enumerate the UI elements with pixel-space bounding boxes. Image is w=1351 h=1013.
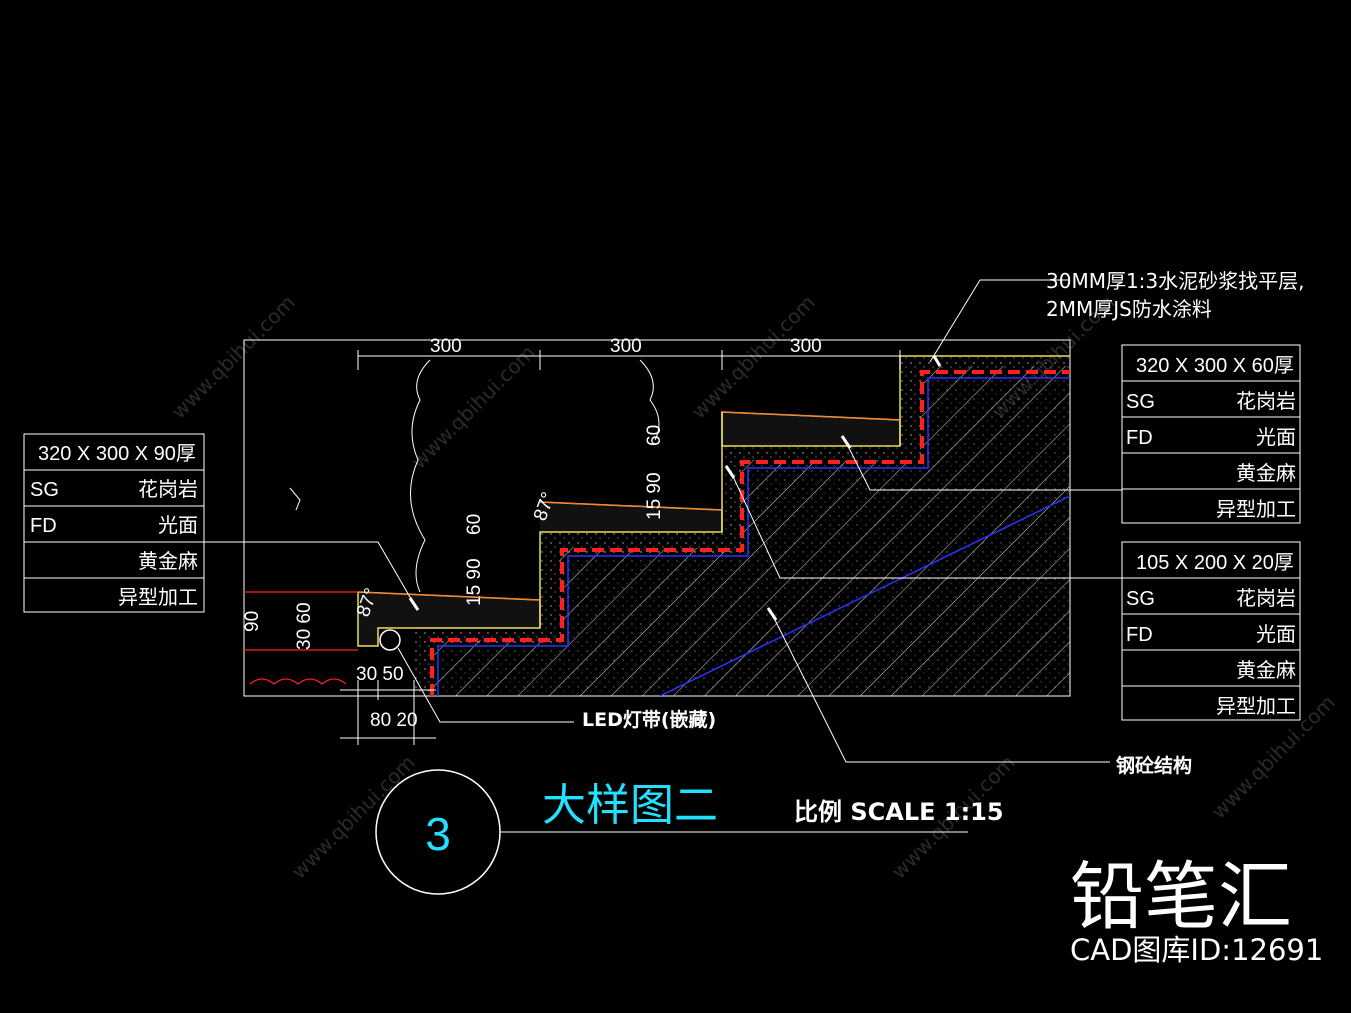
blue-liner xyxy=(437,377,1070,696)
table-rt-value: 花岗岩 xyxy=(1236,390,1296,413)
dim-bottom-3050: 30 50 xyxy=(356,664,404,685)
table-left-value: 异型加工 xyxy=(118,586,198,609)
dim-v60-mid: 60 xyxy=(464,514,485,535)
watermark-text: www.qbihui.com xyxy=(407,340,540,473)
soil-outline xyxy=(409,359,431,593)
dim-top-2: 300 xyxy=(610,336,642,357)
detail-number: 3 xyxy=(425,808,451,860)
dim-bottom-8020: 80 20 xyxy=(370,710,418,731)
annotation-led: LED灯带(嵌藏) xyxy=(582,708,716,731)
waterproof-layer xyxy=(430,370,1070,696)
dim-v1590-mid: 15 90 xyxy=(464,558,485,606)
table-left-value: 光面 xyxy=(158,514,198,537)
bottom-dimensions xyxy=(340,680,436,745)
material-table-left: 320 X 300 X 90厚 SG 花岗岩 FD 光面 黄金麻 异型加工 xyxy=(23,433,205,613)
dim-top-3: 300 xyxy=(790,336,822,357)
table-rt-value: 异型加工 xyxy=(1216,498,1296,521)
table-left-code: FD xyxy=(30,515,57,537)
table-left-value: 黄金麻 xyxy=(138,550,198,573)
watermark-text: www.qbihui.com xyxy=(167,290,300,423)
dim-v90: 90 xyxy=(242,611,263,632)
brand-logo: 铅笔汇 xyxy=(1070,854,1292,940)
led-strip-icon xyxy=(379,629,401,651)
dim-v3060: 30 60 xyxy=(294,602,315,650)
dim-v1590-upper: 15 90 xyxy=(644,472,665,520)
leader-lines xyxy=(204,279,1122,763)
table-left-value: 花岗岩 xyxy=(138,478,198,501)
drawing-title: 大样图二 xyxy=(542,780,718,831)
dim-v60-upper: 60 xyxy=(644,425,665,446)
table-rt-title: 320 X 300 X 60厚 xyxy=(1136,355,1294,377)
table-rb-code: SG xyxy=(1126,588,1155,610)
top-dimensions xyxy=(357,350,901,370)
annotation-mortar-2: 2MM厚JS防水涂料 xyxy=(1046,297,1212,321)
table-left-code: SG xyxy=(30,479,59,501)
table-rb-value: 光面 xyxy=(1256,623,1296,646)
tread-upper xyxy=(721,411,901,447)
table-rb-value: 黄金麻 xyxy=(1236,659,1296,682)
watermark-text: www.qbihui.com xyxy=(287,750,420,883)
table-rb-value: 异型加工 xyxy=(1216,695,1296,718)
table-rt-code: FD xyxy=(1126,427,1153,449)
table-rt-code: SG xyxy=(1126,391,1155,413)
table-left-title: 320 X 300 X 90厚 xyxy=(38,443,196,465)
table-rb-code: FD xyxy=(1126,624,1153,646)
leader-ticks xyxy=(408,355,942,621)
section-body xyxy=(244,355,1070,696)
rebar-line xyxy=(659,495,1070,696)
table-rb-title: 105 X 200 X 20厚 xyxy=(1136,552,1294,574)
table-rt-value: 光面 xyxy=(1256,426,1296,449)
annotation-mortar-1: 30MM厚1:3水泥砂浆找平层, xyxy=(1046,269,1305,293)
material-table-right-bottom: 105 X 200 X 20厚 SG 花岗岩 FD 光面 黄金麻 异型加工 xyxy=(1121,541,1301,721)
dim-top-1: 300 xyxy=(430,336,462,357)
annotation-structure: 钢砼结构 xyxy=(1116,754,1192,777)
table-rt-value: 黄金麻 xyxy=(1236,462,1296,485)
scale-label: 比例 SCALE 1:15 xyxy=(794,798,1004,826)
brand-id: CAD图库ID:12691 xyxy=(1070,933,1323,967)
material-table-right-top: 320 X 300 X 60厚 SG 花岗岩 FD 光面 黄金麻 异型加工 xyxy=(1121,344,1301,524)
table-rb-value: 花岗岩 xyxy=(1236,587,1296,610)
